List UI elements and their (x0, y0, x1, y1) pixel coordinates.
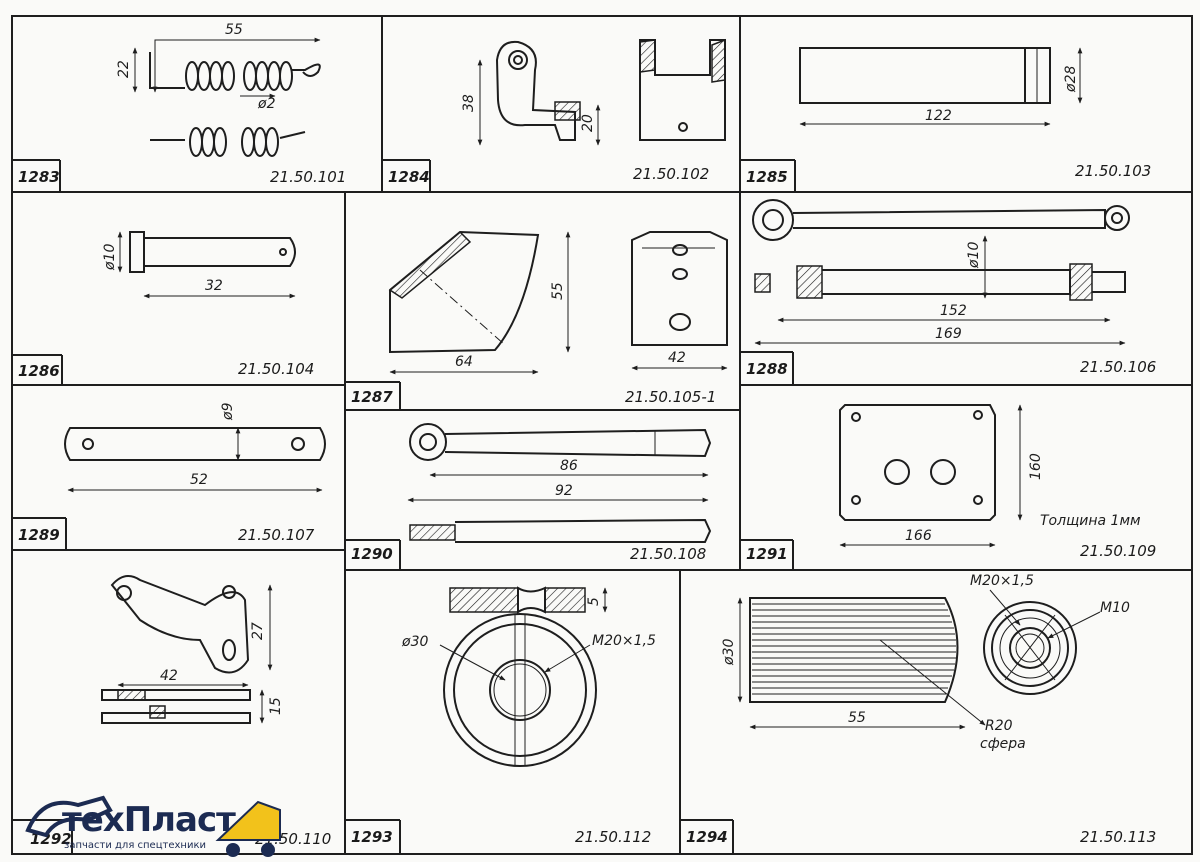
part-1291-plate (839, 404, 1023, 548)
dim-1287-height: 55 (550, 282, 566, 300)
part-code-1283: 21.50.101 (270, 168, 347, 186)
part-number-1283: 1283 (18, 168, 60, 186)
part-1284-bracket (477, 38, 726, 146)
dim-1290-total: 92 (555, 483, 573, 499)
part-number-1284: 1284 (388, 168, 430, 186)
part-code-1285: 21.50.103 (1075, 162, 1152, 180)
dim-1292-thick: 15 (268, 697, 284, 715)
dim-1293-dia: ø30 (401, 634, 428, 650)
dim-1284-width: 20 (580, 114, 596, 132)
dim-1285-dia: ø28 (1063, 66, 1079, 93)
dim-1283-length: 55 (225, 22, 243, 38)
part-number-1294: 1294 (686, 828, 728, 846)
dim-1293-thread: M20×1,5 (592, 633, 656, 649)
logo-tagline: запчасти для спецтехники (64, 840, 206, 851)
dim-1294-length: 55 (848, 710, 866, 726)
part-code-1286: 21.50.104 (238, 360, 315, 378)
dim-1288-total: 169 (935, 326, 962, 342)
dim-1286-dia: ø10 (102, 244, 118, 271)
dim-1287-depth: 42 (668, 350, 686, 366)
dim-1294-radius: R20 (985, 718, 1013, 734)
part-1283-spring (132, 37, 321, 157)
part-1288-rod (752, 199, 1130, 346)
part-code-1289: 21.50.107 (238, 526, 315, 544)
grid-frame (11, 15, 1193, 855)
part-code-1291: 21.50.109 (1080, 542, 1157, 560)
dim-1294-thread: M20×1,5 (970, 573, 1034, 589)
part-1287-bracket (388, 230, 728, 375)
part-code-1284: 21.50.102 (633, 165, 710, 183)
part-1286-pin (117, 231, 296, 299)
dim-1283-wire: ø2 (257, 96, 276, 112)
part-code-1288: 21.50.106 (1080, 358, 1157, 376)
part-1289-link (64, 427, 326, 493)
dim-1292-width: 42 (160, 668, 178, 684)
dim-1291-height: 160 (1028, 453, 1044, 480)
part-number-1293: 1293 (351, 828, 393, 846)
part-code-1294: 21.50.113 (1080, 828, 1157, 846)
dim-1293-thick: 5 (586, 597, 602, 606)
dim-1286-length: 32 (205, 278, 223, 294)
dim-1294-sphere: сфера (980, 736, 1026, 752)
part-1285-sleeve (799, 47, 1083, 127)
part-number-1287: 1287 (351, 388, 393, 406)
dim-1287-width: 64 (455, 354, 473, 370)
part-1293-nut (439, 586, 608, 767)
part-number-1285: 1285 (746, 168, 788, 186)
part-code-1293: 21.50.112 (575, 828, 652, 846)
part-1294-cylinder (737, 589, 1101, 730)
part-number-1286: 1286 (18, 362, 60, 380)
dim-1288-dia: ø10 (966, 242, 982, 269)
logo-emblem (25, 795, 281, 857)
part-number-1288: 1288 (746, 360, 788, 378)
part-code-1287: 21.50.105-1 (625, 388, 717, 406)
part-1290-rod (407, 423, 712, 543)
dim-1288-inner: 152 (940, 303, 967, 319)
part-code-1290: 21.50.108 (630, 545, 707, 563)
dim-1294-m10: M10 (1100, 600, 1130, 616)
part-number-1289: 1289 (18, 526, 60, 544)
dim-1294-dia: ø30 (721, 639, 737, 666)
dim-1289-length: 52 (190, 472, 208, 488)
dim-1292-height: 27 (250, 622, 266, 640)
part-1292-link (101, 575, 273, 724)
part-number-1290: 1290 (351, 545, 393, 563)
dim-1291-width: 166 (905, 528, 932, 544)
note-1291-thickness: Толщина 1мм (1040, 513, 1141, 529)
logo-name: техПласт (62, 800, 236, 840)
dim-1283-height: 22 (116, 60, 132, 78)
dim-1289-dia: ø9 (220, 402, 236, 421)
dim-1290-inner: 86 (560, 458, 578, 474)
part-number-1291: 1291 (746, 545, 788, 563)
dimension-labels: 55 22 ø2 38 20 122 ø28 ø10 32 55 64 42 ø… (102, 22, 1141, 752)
dim-1285-length: 122 (925, 108, 952, 124)
dim-1284-height: 38 (461, 94, 477, 112)
